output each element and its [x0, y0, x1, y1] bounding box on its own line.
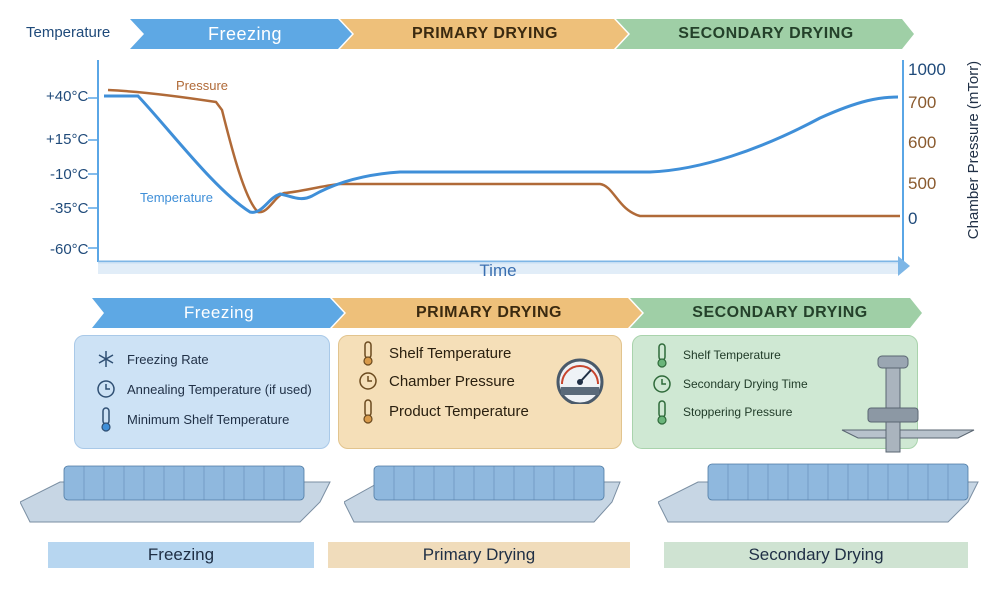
primary-vial-shelf [344, 465, 621, 523]
primary-panel: Shelf Temperature Chamber Pressure Produ… [338, 335, 622, 449]
secondary-vial-shelf [658, 463, 979, 523]
tick-left-minus35: -35°C [50, 200, 89, 217]
clock-icon [651, 373, 673, 395]
phase-label-secondary: SECONDARY DRYING [678, 25, 854, 42]
thermometer-icon [95, 407, 117, 432]
phase-arrow-freezing [130, 19, 352, 49]
thermometer-icon [651, 400, 673, 425]
bottom-label-freezing: Freezing [48, 542, 314, 568]
process-chart: +40°C +15°C -10°C -35°C -60°C 1000 700 6… [46, 60, 982, 280]
tick-right-1000: 1000 [908, 60, 946, 79]
lower-phase-label-primary: PRIMARY DRYING [416, 304, 562, 321]
time-axis-arrow [898, 256, 910, 276]
thermometer-icon [651, 343, 673, 368]
right-axis-title: Chamber Pressure (mTorr) [965, 61, 982, 239]
temperature-header-label: Temperature [26, 24, 111, 41]
top-phase-arrows [130, 19, 914, 49]
panel-primary-item-1: Shelf Temperature [357, 341, 511, 366]
panel-secondary-item-1: Shelf Temperature [651, 343, 781, 368]
tick-right-0: 0 [908, 209, 917, 228]
clock-icon [357, 370, 379, 392]
tick-left-15: +15°C [46, 131, 88, 148]
tick-right-700: 700 [908, 93, 936, 112]
freezing-panel: Freezing Rate Annealing Temperature (if … [74, 335, 330, 449]
bottom-label-secondary: Secondary Drying [664, 542, 968, 568]
tick-left-minus60: -60°C [50, 241, 89, 258]
pressure-series-line [107, 88, 900, 218]
panel-primary-item-2: Chamber Pressure [357, 370, 515, 392]
freezing-vial-shelf [20, 465, 331, 523]
snowflake-icon [95, 348, 117, 370]
temperature-series-line [104, 94, 899, 214]
tick-right-600: 600 [908, 133, 936, 152]
x-axis-title: Time [479, 261, 516, 280]
phase-label-primary: PRIMARY DRYING [412, 25, 558, 42]
panel-primary-item-3: Product Temperature [357, 399, 529, 424]
panel-freezing-item-2: Annealing Temperature (if used) [95, 378, 312, 400]
tick-right-500: 500 [908, 174, 936, 193]
bottom-label-primary: Primary Drying [328, 542, 630, 568]
phase-arrow-secondary [616, 19, 914, 49]
phase-arrow-primary [340, 19, 628, 49]
series-label-pressure: Pressure [176, 78, 228, 93]
thermometer-icon [357, 341, 379, 366]
series-label-temperature: Temperature [140, 190, 213, 205]
panel-freezing-item-1: Freezing Rate [95, 348, 209, 370]
panel-secondary-item-2: Secondary Drying Time [651, 373, 808, 395]
stoppering-press-icon [841, 355, 975, 453]
panel-freezing-item-3: Minimum Shelf Temperature [95, 407, 289, 432]
tick-left-minus10: -10°C [50, 166, 89, 183]
lower-phase-label-secondary: SECONDARY DRYING [692, 304, 868, 321]
pressure-gauge-icon [556, 358, 604, 404]
lower-phase-label-freezing: Freezing [183, 303, 255, 322]
tick-left-40: +40°C [46, 88, 88, 105]
thermometer-icon [357, 399, 379, 424]
lower-phase-arrows [92, 298, 922, 328]
clock-icon [95, 378, 117, 400]
phase-label-freezing: Freezing [207, 23, 283, 44]
panel-secondary-item-3: Stoppering Pressure [651, 400, 792, 425]
